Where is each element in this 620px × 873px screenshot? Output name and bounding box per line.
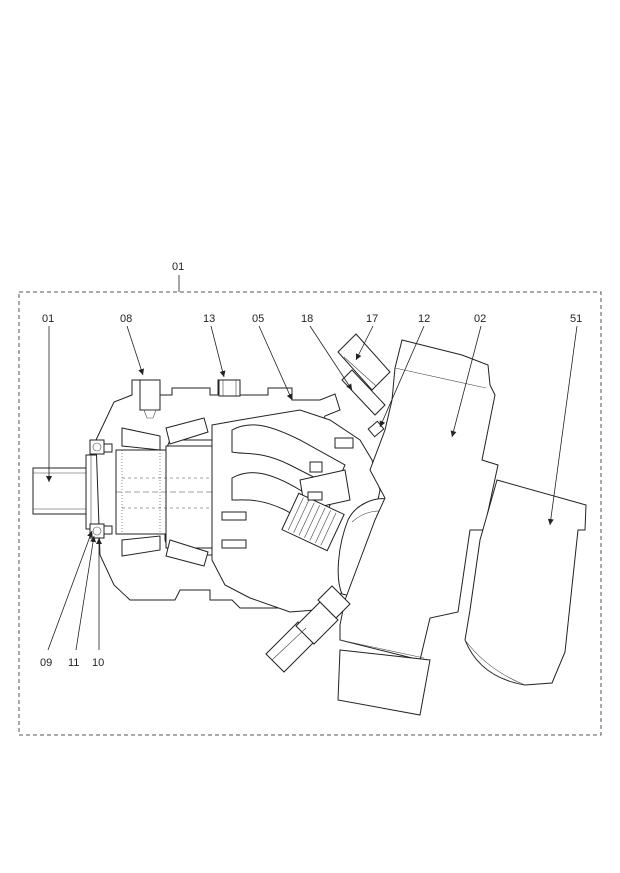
- callout-17: 17: [366, 313, 378, 325]
- main-shaft: [115, 445, 250, 549]
- callout-08: 08: [120, 313, 132, 325]
- pump-housing: [211, 409, 381, 613]
- leader-lines: [46, 325, 578, 651]
- assembly-label: 01: [172, 261, 184, 273]
- control-valve: [464, 479, 587, 686]
- end-cap-lower-flange: [337, 649, 431, 716]
- assembly-boundary: [18, 291, 602, 736]
- callout-10: 10: [92, 657, 104, 669]
- callout-labels: 01 08 13 05 18 17 12 02 51 09 11 10: [40, 313, 582, 669]
- roller-bearings: [121, 417, 209, 567]
- lower-port-fitting: [265, 585, 351, 673]
- callout-51: 51: [570, 313, 582, 325]
- shaft-seal: [89, 439, 113, 539]
- end-cap: [339, 339, 499, 661]
- callout-11: 11: [68, 657, 79, 669]
- callout-02: 02: [474, 313, 486, 325]
- callout-18: 18: [301, 313, 313, 325]
- callout-01: 01: [42, 313, 54, 325]
- callout-13: 13: [203, 313, 215, 325]
- callout-09: 09: [40, 657, 52, 669]
- callout-05: 05: [252, 313, 264, 325]
- callout-12: 12: [418, 313, 430, 325]
